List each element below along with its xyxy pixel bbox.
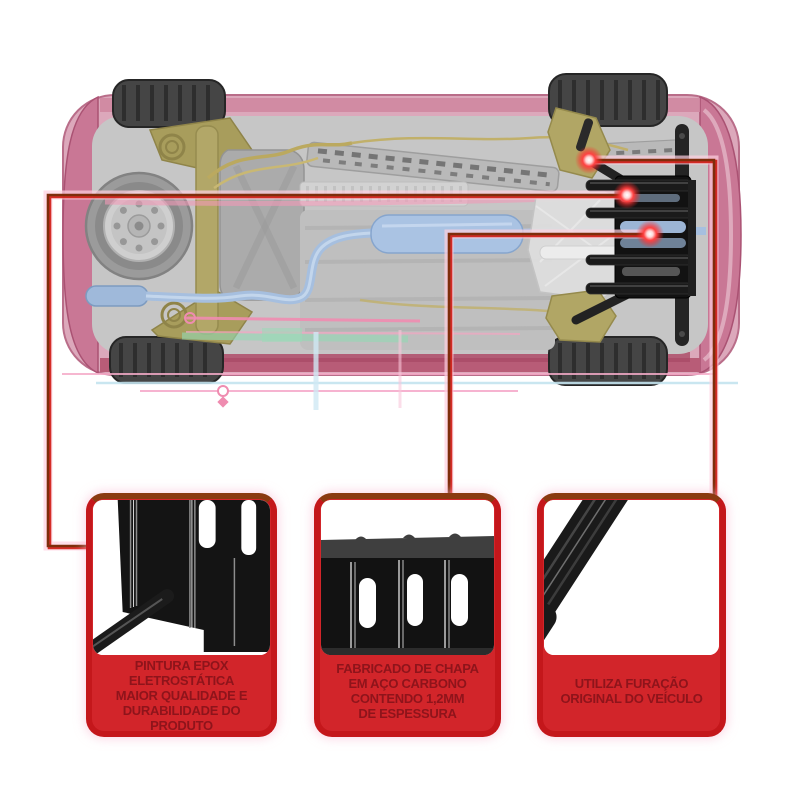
perforated-rail — [306, 141, 560, 193]
marker-plate-center-bolt — [636, 220, 664, 248]
callout-markers — [575, 146, 664, 248]
feature-card-pintura: PINTURA EPOX ELETROSTÁTICA MAIOR QUALIDA… — [86, 493, 277, 737]
label-line: UTILIZA FURAÇÃO — [574, 675, 689, 691]
feature-card-label: UTILIZA FURAÇÃO ORIGINAL DO VEÍCULO — [543, 656, 720, 731]
label-line: DE ESPESSURA — [358, 706, 457, 722]
skid-plate-paint-photo — [93, 500, 270, 655]
label-line: DURABILIDADE DO PRODUTO — [122, 703, 241, 734]
tire-rear-left — [112, 79, 226, 128]
plate-edge-photo — [321, 500, 494, 655]
feature-card-label: PINTURA EPOX ELETROSTÁTICA MAIOR QUALIDA… — [92, 656, 271, 740]
label-line: EM AÇO CARBONO — [348, 675, 467, 691]
tire-front-right-bottom — [548, 336, 668, 386]
label-line: FABRICADO DE CHAPA — [336, 660, 479, 676]
marker-mounting-arm — [575, 146, 603, 174]
label-line: MAIOR QUALIDADE E — [115, 688, 248, 704]
tire-rear-left-bottom — [109, 336, 224, 384]
feature-card-chapa: FABRICADO DE CHAPA EM AÇO CARBONO CONTEN… — [314, 493, 501, 737]
brake-lines — [206, 136, 629, 314]
label-line: PINTURA EPOX — [134, 658, 229, 673]
label-line: CONTENDO 1,2MM — [350, 691, 465, 706]
marker-plate-upper-bolt — [613, 181, 641, 209]
fuel-tank — [219, 149, 305, 301]
underbody-edge-lines — [62, 330, 738, 410]
mounting-arm-photo — [544, 500, 719, 655]
label-line: ELETROSTÁTICA — [128, 673, 235, 689]
feature-card-furacao: UTILIZA FURAÇÃO ORIGINAL DO VEÍCULO — [537, 493, 726, 737]
label-line: ORIGINAL DO VEÍCULO — [560, 691, 703, 706]
feature-card-label: FABRICADO DE CHAPA EM AÇO CARBONO CONTEN… — [320, 656, 495, 731]
callout-lines — [43, 155, 719, 551]
spare-wheel — [84, 171, 194, 281]
